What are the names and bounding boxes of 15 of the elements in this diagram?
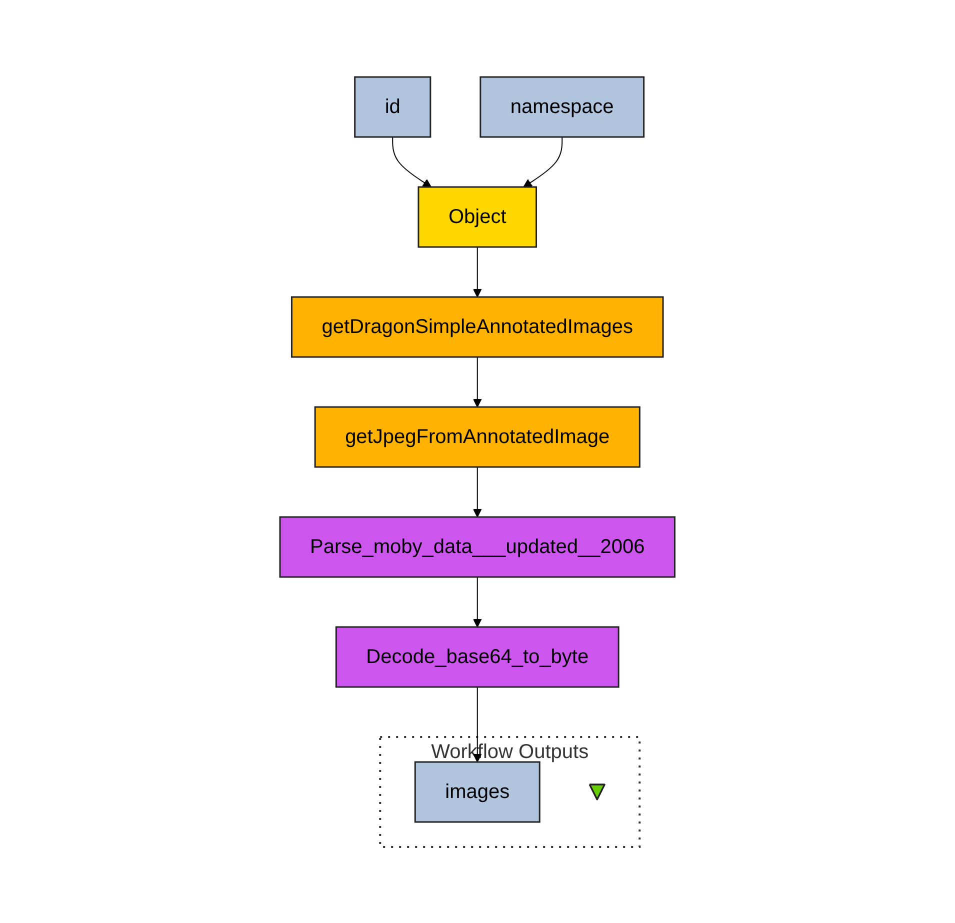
- node-box: Object: [418, 186, 538, 248]
- arrow: [473, 246, 482, 297]
- arrow: [473, 466, 482, 517]
- node-box: Decode_base64_to_byte: [336, 626, 620, 688]
- arrow: [473, 686, 482, 762]
- node-box: getDragonSimpleAnnotatedImages: [291, 296, 664, 358]
- node-box: images: [414, 760, 540, 822]
- arrow: [523, 136, 563, 187]
- arrow: [473, 356, 482, 407]
- node-box: id: [354, 76, 432, 138]
- node-box: namespace: [480, 76, 645, 138]
- node-box: Parse_moby_data___updated__2006: [279, 516, 676, 578]
- arrow: [392, 136, 432, 187]
- node-box: getJpegFromAnnotatedImage: [314, 406, 641, 468]
- arrow: [473, 576, 482, 627]
